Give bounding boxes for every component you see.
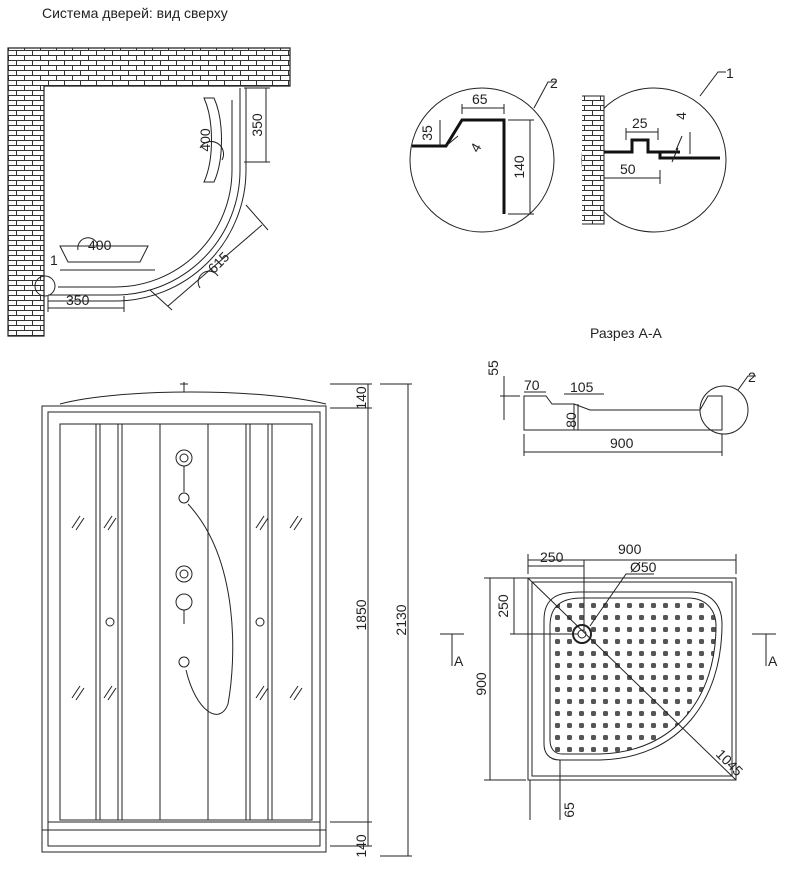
section-view-drawing: 2 55 70 105 80 900 [485, 360, 756, 456]
tray-dim-65: 65 [561, 802, 577, 818]
tray-plan-drawing: 900 250 Ø50 250 900 1045 65 A A [440, 541, 778, 820]
detail-2-drawing: 65 35 4 140 2 [409, 75, 558, 233]
section-dim-70: 70 [524, 377, 540, 393]
tray-dim-900-top: 900 [618, 541, 642, 557]
dim-350-bottom: 350 [66, 292, 90, 308]
detail-2-dim-140: 140 [511, 155, 527, 179]
section-title: Разрез А-А [590, 325, 662, 341]
dim-1850: 1850 [353, 599, 369, 630]
section-mark-left: A [454, 653, 464, 669]
section-dim-55: 55 [485, 360, 501, 376]
detail-1-dim-50: 50 [620, 161, 636, 177]
detail-2-dim-65: 65 [472, 91, 488, 107]
section-dim-80: 80 [563, 412, 579, 428]
section-callout-2: 2 [748, 369, 756, 385]
front-view-drawing: 140 1850 2130 140 [41, 382, 412, 858]
dim-140-bottom: 140 [353, 834, 369, 858]
detail-1-dim-25: 25 [632, 115, 648, 131]
detail-1-dim-4: 4 [673, 112, 689, 120]
top-view-title: Система дверей: вид сверху [42, 5, 228, 21]
section-dim-900: 900 [610, 435, 634, 451]
detail-2-dim-4: 4 [467, 140, 485, 155]
dim-400-door-bottom: 400 [88, 237, 112, 253]
detail-2-callout: 2 [550, 75, 558, 91]
callout-1-label: 1 [50, 252, 58, 268]
dim-400-door-right: 400 [197, 128, 213, 152]
tray-dim-250-h: 250 [540, 549, 564, 565]
detail-1-callout: 1 [726, 65, 734, 81]
tray-dim-d50: Ø50 [630, 559, 657, 575]
dim-2130: 2130 [393, 604, 409, 635]
section-dim-105: 105 [570, 379, 594, 395]
brick-wall [7, 47, 291, 337]
detail-2-dim-35: 35 [419, 125, 435, 141]
dim-140-top: 140 [353, 386, 369, 410]
section-mark-right: A [768, 653, 778, 669]
top-view-drawing: 1 350 400 400 615 350 [7, 47, 291, 337]
tray-dim-250-v: 250 [495, 594, 511, 618]
detail-1-drawing: 25 4 50 1 [581, 65, 734, 233]
tray-dim-900-left: 900 [473, 672, 489, 696]
dim-350-right: 350 [249, 113, 265, 137]
